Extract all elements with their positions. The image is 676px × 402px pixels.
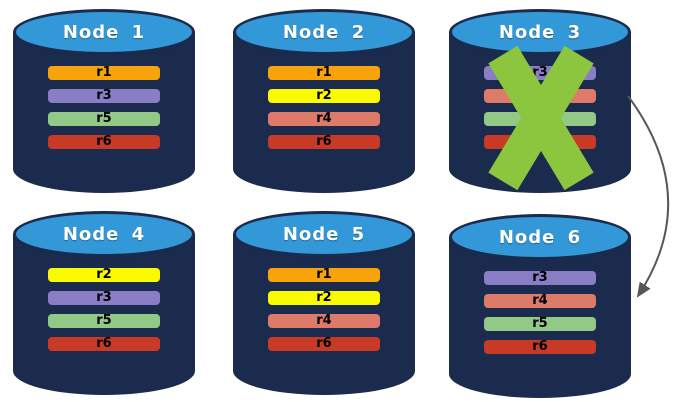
replica-bar: r2	[268, 89, 380, 103]
replica-bar: r5	[48, 314, 160, 328]
db-node-4: Node 4 r2 r3 r5 r6	[13, 211, 195, 395]
replica-list: r3 r4 r5 r6	[484, 271, 596, 354]
db-node-5: Node 5 r1 r2 r4 r6	[233, 211, 415, 395]
cylinder-top: Node 3	[449, 9, 631, 55]
replica-bar: r4	[268, 112, 380, 126]
node-title: Node 2	[282, 21, 366, 43]
replica-list: r1 r2 r4 r6	[268, 66, 380, 149]
replica-bar: r5	[484, 317, 596, 331]
replica-bar: r2	[48, 268, 160, 282]
node-title: Node 3	[498, 21, 582, 43]
cylinder-top: Node 5	[233, 211, 415, 257]
node-title: Node 4	[62, 223, 146, 245]
replica-bar: r4	[268, 314, 380, 328]
cylinder-top: Node 4	[13, 211, 195, 257]
cylinder-top: Node 1	[13, 9, 195, 55]
node-title: Node 5	[282, 223, 366, 245]
replica-list: r1 r2 r4 r6	[268, 268, 380, 351]
replica-bar: r6	[484, 135, 596, 149]
replica-bar: r6	[48, 135, 160, 149]
failover-arrow-path	[627, 95, 670, 298]
replica-bar: r3	[484, 271, 596, 285]
replica-bar: r6	[48, 337, 160, 351]
replica-bar: r3	[484, 66, 596, 80]
replica-bar: r5	[484, 112, 596, 126]
db-node-2: Node 2 r1 r2 r4 r6	[233, 9, 415, 193]
replica-bar: r4	[484, 89, 596, 103]
replica-list: r3 r4 r5 r6	[484, 66, 596, 149]
replica-bar: r5	[48, 112, 160, 126]
db-node-6: Node 6 r3 r4 r5 r6	[449, 214, 631, 398]
replica-bar: r6	[484, 340, 596, 354]
replica-bar: r4	[484, 294, 596, 308]
replica-bar: r2	[268, 291, 380, 305]
replica-bar: r1	[268, 268, 380, 282]
db-node-1: Node 1 r1 r3 r5 r6	[13, 9, 195, 193]
db-node-3: Node 3 r3 r4 r5 r6	[449, 9, 631, 193]
replica-bar: r3	[48, 89, 160, 103]
replica-bar: r6	[268, 337, 380, 351]
replica-bar: r6	[268, 135, 380, 149]
replica-bar: r1	[268, 66, 380, 80]
node-title: Node 1	[62, 21, 146, 43]
replica-bar: r3	[48, 291, 160, 305]
replica-list: r2 r3 r5 r6	[48, 268, 160, 351]
replica-bar: r1	[48, 66, 160, 80]
cylinder-top: Node 6	[449, 214, 631, 260]
replica-list: r1 r3 r5 r6	[48, 66, 160, 149]
node-title: Node 6	[498, 226, 582, 248]
cylinder-top: Node 2	[233, 9, 415, 55]
